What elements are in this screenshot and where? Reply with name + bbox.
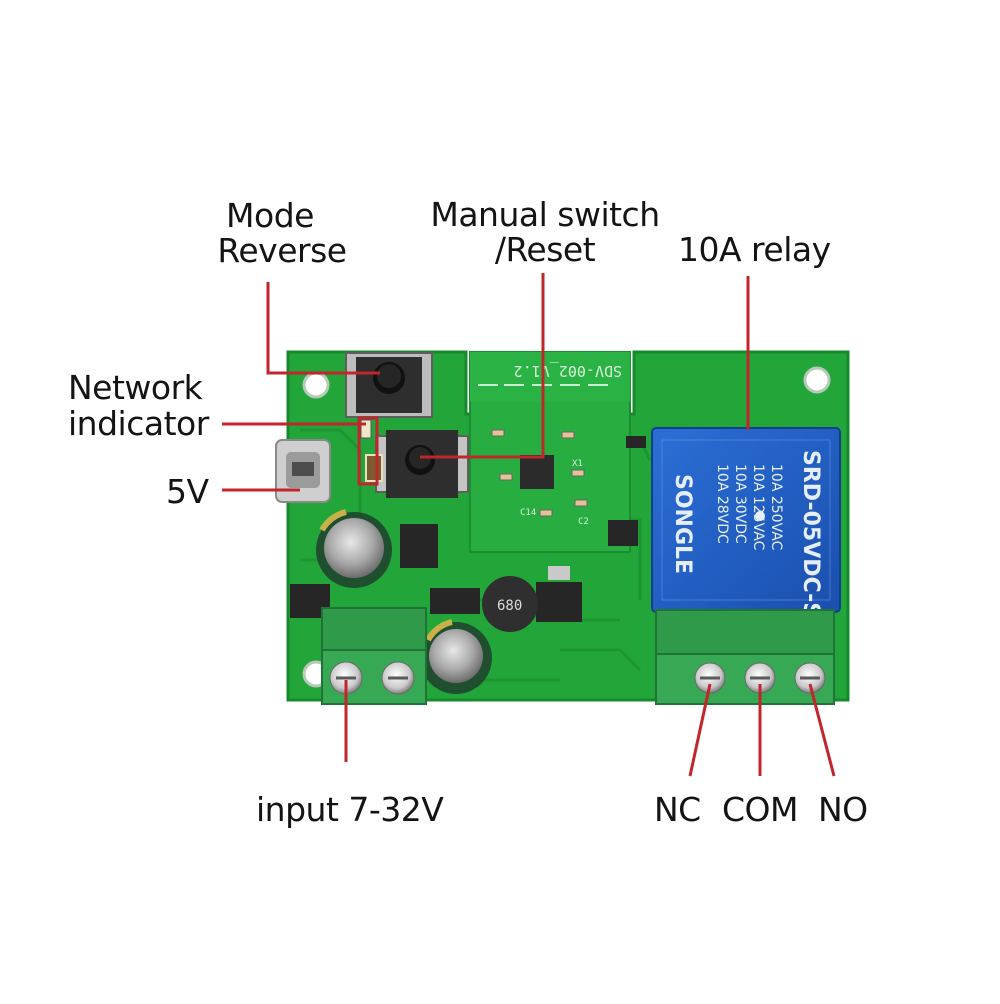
smd-components: [491, 429, 588, 517]
svg-text:680: 680: [497, 598, 522, 614]
relay-brand: SONGLE: [670, 474, 695, 574]
svg-text:10A 250VAC: 10A 250VAC: [768, 464, 784, 551]
micro-usb-connector: [275, 439, 331, 503]
ic-chip: [290, 436, 646, 622]
callout-network-box: [357, 416, 379, 486]
module-silkscreen: SDV-002_V1.2: [514, 362, 622, 380]
mounting-hole: [803, 366, 831, 394]
label-mode: Mode: [226, 196, 314, 235]
svg-text:10A 28VDC: 10A 28VDC: [714, 464, 730, 544]
callout-no: [808, 683, 836, 777]
label-manual-switch: Manual switch: [430, 195, 660, 234]
inductor: 680: [482, 576, 538, 632]
mode-reverse-button: [345, 352, 433, 418]
svg-text:X1: X1: [572, 459, 583, 469]
callout-mode-reverse: [266, 282, 380, 375]
label-10a-relay: 10A relay: [678, 230, 831, 269]
wifi-chip: [520, 455, 554, 489]
label-no: NO: [818, 790, 868, 829]
svg-text:C2: C2: [578, 517, 589, 527]
electrolytic-capacitor: [420, 619, 492, 694]
relay-terminal-block: [655, 609, 835, 705]
svg-text:10A 125VAC: 10A 125VAC: [750, 464, 766, 551]
label-network: Network: [68, 368, 203, 407]
label-com: COM: [722, 790, 799, 829]
label-input-7-32v: input 7-32V: [256, 790, 444, 829]
label-5v: 5V: [166, 472, 209, 511]
label-reset: /Reset: [494, 230, 596, 269]
input-terminal-block: [321, 607, 427, 705]
callout-lines: [222, 273, 836, 777]
callout-nc: [688, 683, 712, 777]
svg-text:10A 30VDC: 10A 30VDC: [732, 464, 748, 544]
callout-manual-switch: [420, 273, 545, 459]
electrolytic-capacitor: [316, 509, 392, 588]
label-indicator: indicator: [68, 404, 209, 443]
svg-text:C14: C14: [520, 508, 536, 518]
mounting-hole: [302, 371, 330, 399]
manual-switch-reset-button: [375, 430, 469, 498]
label-reverse: Reverse: [217, 231, 347, 270]
label-nc: NC: [654, 790, 701, 829]
